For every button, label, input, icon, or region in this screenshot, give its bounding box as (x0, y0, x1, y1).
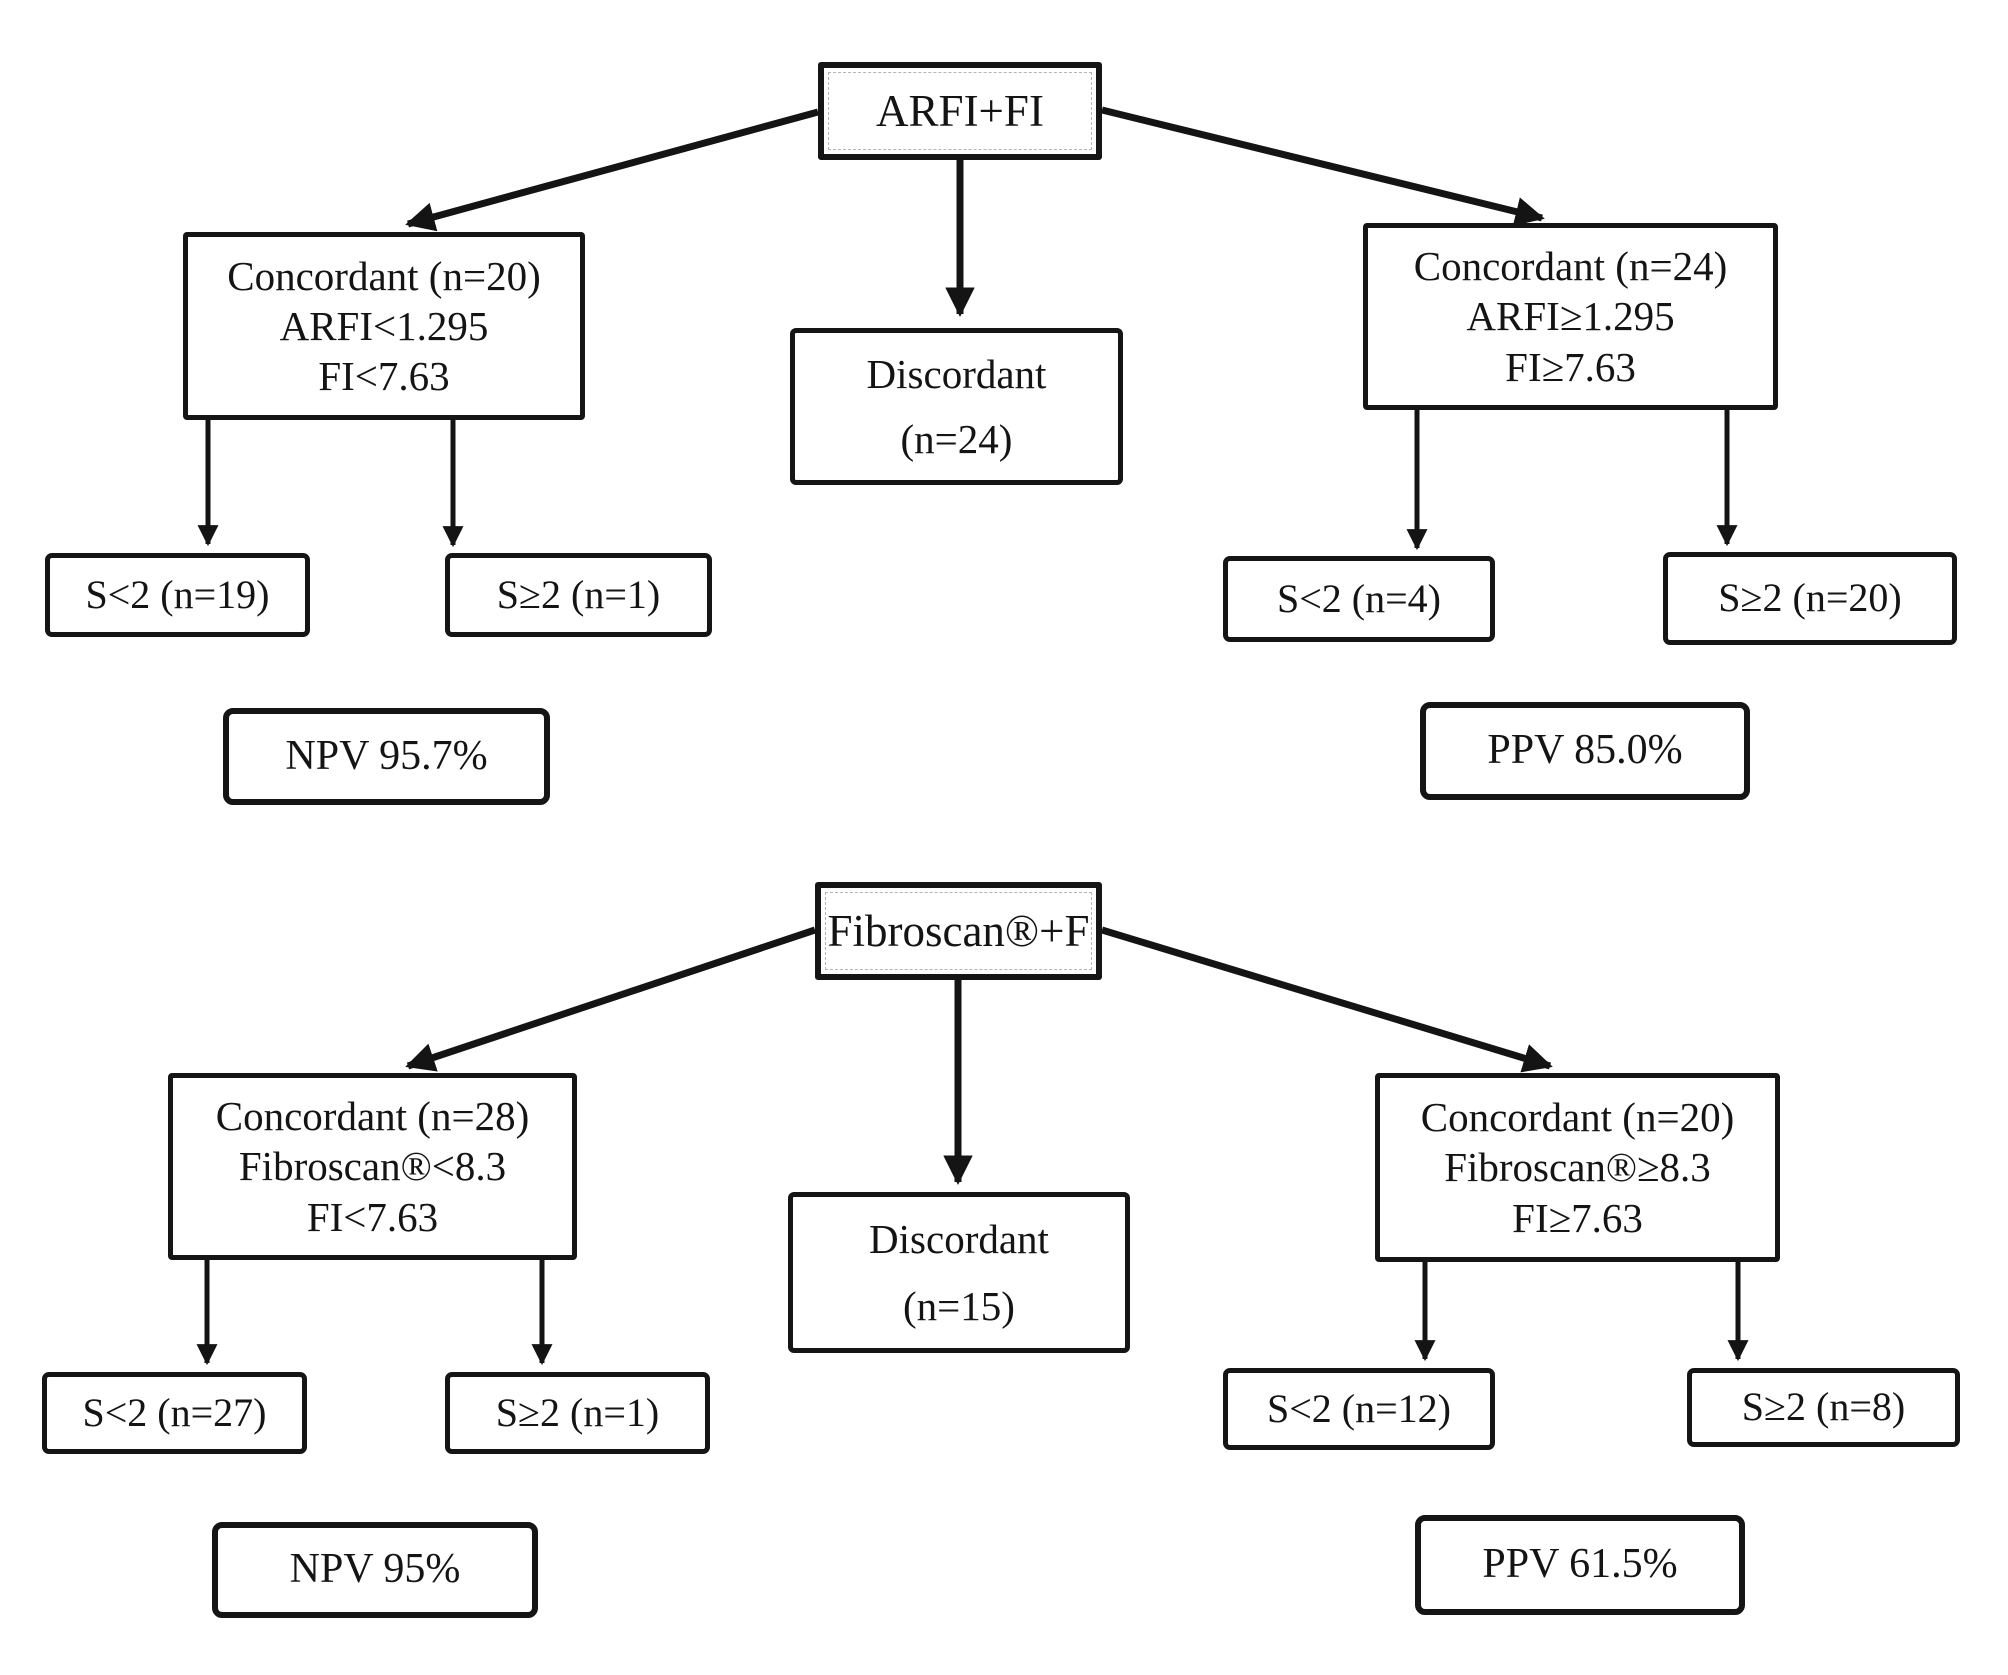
arfi-leaf-high-sge2-label: S≥2 (n=20) (1718, 575, 1902, 621)
fibroscan-discordant-node: Discordant (n=15) (788, 1192, 1130, 1353)
arfi-root-label: ARFI+FI (876, 85, 1044, 136)
fibroscan-concordant-low-title: Concordant (n=28) (215, 1093, 530, 1140)
arfi-npv-node: NPV 95.7% (223, 708, 550, 805)
fibroscan-discordant-title: Discordant (869, 1215, 1049, 1262)
fibroscan-concordant-low-rule2: FI<7.63 (306, 1193, 439, 1240)
fibroscan-concordant-high-node: Concordant (n=20) Fibroscan®≥8.3 FI≥7.63 (1375, 1073, 1780, 1262)
fibroscan-leaf-low-slt2-node: S<2 (n=27) (42, 1372, 307, 1454)
arfi-concordant-low-node: Concordant (n=20) ARFI<1.295 FI<7.63 (183, 232, 585, 420)
fibroscan-leaf-high-sge2-node: S≥2 (n=8) (1687, 1368, 1960, 1447)
fibroscan-leaf-high-slt2-node: S<2 (n=12) (1223, 1368, 1495, 1450)
arrow-fibroscan-root-to-concordant-low-icon (405, 926, 817, 1072)
arfi-leaf-high-slt2-label: S<2 (n=4) (1276, 575, 1441, 621)
arfi-concordant-high-title: Concordant (n=24) (1413, 243, 1728, 290)
fibroscan-root-label: Fibroscan®+F (827, 905, 1090, 956)
fibroscan-ppv-node: PPV 61.5% (1415, 1515, 1745, 1615)
arfi-leaf-high-slt2-node: S<2 (n=4) (1223, 556, 1495, 642)
arrow-arfi-root-to-concordant-high-icon (1101, 106, 1545, 226)
arfi-ppv-node: PPV 85.0% (1420, 702, 1750, 800)
fibroscan-ppv-label: PPV 61.5% (1482, 1541, 1678, 1588)
fibroscan-concordant-high-rule2: FI≥7.63 (1512, 1194, 1643, 1241)
arfi-leaf-low-slt2-node: S<2 (n=19) (45, 553, 310, 637)
fibroscan-leaf-low-sge2-label: S≥2 (n=1) (495, 1389, 660, 1435)
arfi-ppv-label: PPV 85.0% (1487, 727, 1683, 774)
fibroscan-leaf-high-sge2-label: S≥2 (n=8) (1741, 1384, 1906, 1430)
arfi-leaf-high-sge2-node: S≥2 (n=20) (1663, 552, 1957, 645)
arfi-concordant-high-node: Concordant (n=24) ARFI≥1.295 FI≥7.63 (1363, 223, 1778, 410)
fibroscan-root-node: Fibroscan®+F (815, 882, 1102, 980)
fibroscan-concordant-low-rule1: Fibroscan®<8.3 (238, 1143, 507, 1190)
arfi-npv-label: NPV 95.7% (285, 732, 488, 779)
arrow-fibroscan-root-to-concordant-high-icon (1100, 926, 1553, 1073)
arfi-discordant-count: (n=24) (900, 416, 1013, 463)
arrow-arfi-root-to-concordant-low-icon (405, 108, 819, 232)
fibroscan-npv-label: NPV 95% (289, 1546, 461, 1593)
fibroscan-leaf-high-slt2-label: S<2 (n=12) (1266, 1385, 1451, 1431)
fibroscan-concordant-high-rule1: Fibroscan®≥8.3 (1444, 1144, 1711, 1191)
arfi-discordant-title: Discordant (866, 350, 1047, 397)
arfi-concordant-low-rule2: FI<7.63 (318, 353, 450, 399)
arfi-concordant-high-rule1: ARFI≥1.295 (1466, 293, 1675, 340)
arfi-leaf-low-slt2-label: S<2 (n=19) (85, 571, 270, 617)
fibroscan-leaf-low-sge2-node: S≥2 (n=1) (445, 1372, 710, 1454)
fibroscan-discordant-count: (n=15) (903, 1282, 1015, 1329)
arfi-leaf-low-sge2-node: S≥2 (n=1) (445, 553, 712, 637)
arfi-concordant-high-rule2: FI≥7.63 (1505, 343, 1636, 390)
fibroscan-concordant-low-node: Concordant (n=28) Fibroscan®<8.3 FI<7.63 (168, 1073, 577, 1260)
fibroscan-npv-node: NPV 95% (212, 1522, 538, 1618)
fibroscan-leaf-low-slt2-label: S<2 (n=27) (82, 1389, 267, 1435)
arfi-leaf-low-sge2-label: S≥2 (n=1) (496, 571, 661, 617)
arfi-concordant-low-title: Concordant (n=20) (227, 252, 541, 299)
arfi-discordant-node: Discordant (n=24) (790, 328, 1123, 485)
fibroscan-concordant-high-title: Concordant (n=20) (1420, 1094, 1735, 1141)
arfi-root-node: ARFI+FI (818, 62, 1102, 160)
arfi-concordant-low-rule1: ARFI<1.295 (279, 302, 489, 349)
